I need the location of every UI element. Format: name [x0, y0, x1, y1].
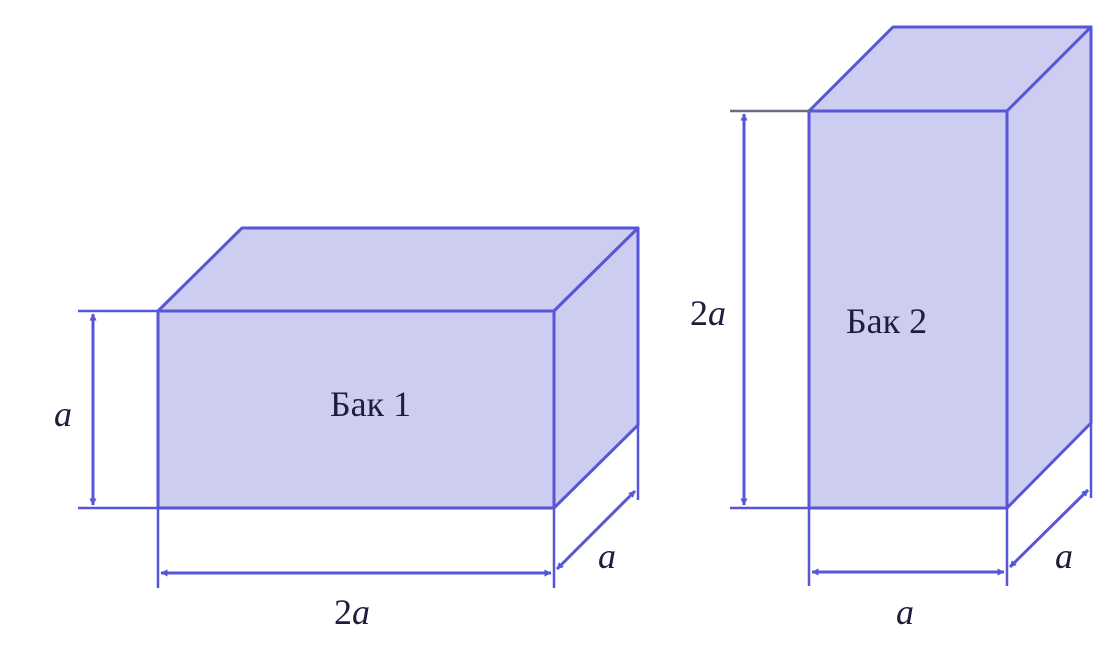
tank-1-title: Бак 1: [330, 384, 411, 424]
tank-2-title: Бак 2: [846, 301, 927, 341]
tank-1-front-face: [156, 309, 556, 510]
tank-2-height-label: 2a: [690, 293, 726, 333]
tank-2-height-number: 2: [690, 293, 708, 333]
tank-2-depth-label: a: [1055, 536, 1073, 576]
tank-1-length-number: 2: [334, 592, 352, 632]
tank-2-depth-dimension: [1008, 488, 1090, 569]
tank-2-height-var: a: [708, 293, 726, 333]
tank-2-side-face: [1005, 25, 1093, 510]
tank-2-front-face: [807, 109, 1009, 510]
tank-1-height-label: a: [54, 394, 72, 434]
tank-1: Бак 1 a 2a a: [54, 226, 640, 632]
tank-1-depth-label: a: [598, 536, 616, 576]
tank-1-depth-dimension: [555, 489, 637, 571]
tank-2-width-label: a: [896, 592, 914, 632]
tank-1-length-label: 2a: [334, 592, 370, 632]
tank-2: Бак 2 2a a a: [690, 25, 1093, 632]
tank-1-length-var: a: [352, 592, 370, 632]
